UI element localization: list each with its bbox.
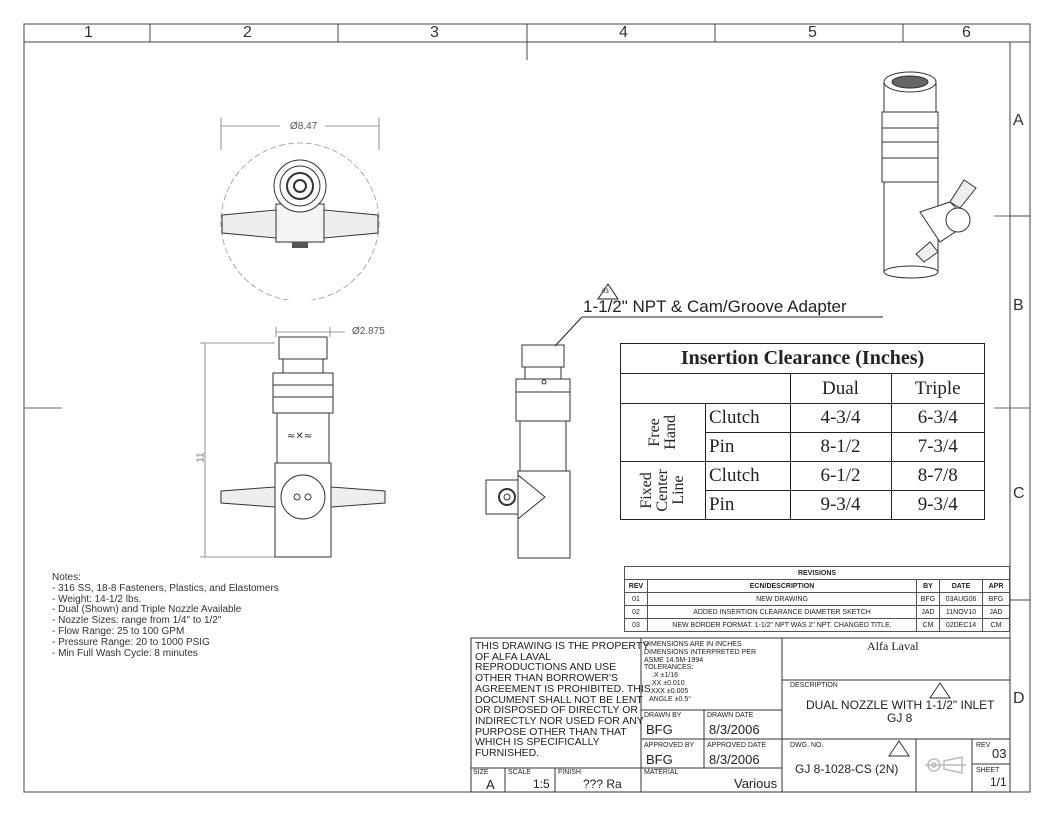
row-type: Clutch <box>705 461 791 491</box>
drawn-date-value: 8/3/2006 <box>709 722 760 737</box>
material-label: MATERIAL <box>644 769 679 776</box>
note-line: - Dual (Shown) and Triple Nozzle Availab… <box>52 604 242 616</box>
row-type: Pin <box>705 490 791 520</box>
group-free-hand: Free Hand <box>620 403 706 462</box>
row-dual-value: 9-3/4 <box>789 490 892 520</box>
note-line: - Nozzle Sizes: range from 1/4" to 1/2" <box>52 615 222 627</box>
note-line: - Pressure Range: 20 to 1000 PSIG <box>52 636 210 648</box>
zone-col-5: 5 <box>808 24 817 41</box>
rev-cell: 02DEC14 <box>939 618 983 632</box>
sheet-value: 1/1 <box>990 775 1007 789</box>
notes-block: Notes: - 316 SS, 18-8 Fasteners, Plastic… <box>52 572 279 659</box>
top-view-drawing <box>220 118 380 300</box>
finish-label: FINISH <box>558 769 581 776</box>
drawn-by-value: BFG <box>646 722 673 737</box>
zone-col-4: 4 <box>619 24 628 41</box>
callout-label: 1-1/2" NPT & Cam/Groove Adapter <box>583 297 847 316</box>
row-type: Clutch <box>705 403 791 433</box>
drawn-by-label: DRAWN BY <box>644 712 682 719</box>
row-triple-value: 8-7/8 <box>890 461 985 491</box>
description-line-2: GJ 8 <box>887 711 913 725</box>
size-value: A <box>486 777 495 792</box>
rev-cell: 03 <box>624 618 648 632</box>
scale-value: 1:5 <box>533 777 550 791</box>
row-type: Pin <box>705 432 791 462</box>
revisions-table: REVISIONS REV ECN/DESCRIPTION BY DATE AP… <box>624 566 1010 632</box>
isometric-view-drawing <box>881 71 977 279</box>
property-notice: THIS DRAWING IS THE PROPERTY OF ALFA LAV… <box>475 640 651 760</box>
scale-label: SCALE <box>508 769 531 776</box>
dwg-no-label: DWG. NO. <box>790 742 824 749</box>
callout-rev-tag: 03 <box>602 289 609 295</box>
sheet-label: SHEET <box>976 767 1000 774</box>
zone-row-d: D <box>1013 690 1025 707</box>
zone-row-a: A <box>1013 112 1024 129</box>
col-header-triple: Triple <box>890 373 985 404</box>
row-triple-value: 9-3/4 <box>890 490 985 520</box>
side-view-drawing <box>485 344 571 559</box>
zone-row-c: C <box>1013 485 1025 502</box>
zone-row-b: B <box>1013 297 1024 314</box>
notes-heading: Notes: <box>52 572 81 583</box>
dwg-no-value: GJ 8-1028-CS (2N) <box>795 762 899 776</box>
row-triple-value: 7-3/4 <box>890 432 985 462</box>
svg-text:≈✕≈: ≈✕≈ <box>287 431 312 442</box>
zone-col-2: 2 <box>243 24 252 41</box>
projection-symbol-icon <box>925 756 966 774</box>
note-line: - Flow Range: 25 to 100 GPM <box>52 625 185 637</box>
insertion-table-title: Insertion Clearance (Inches) <box>620 343 985 374</box>
side-diameter-dim: Ø2.875 <box>352 326 385 337</box>
approved-date-value: 8/3/2006 <box>709 752 760 767</box>
description-line-1: DUAL NOZZLE WITH 1-1/2" INLET <box>806 698 995 712</box>
rev-value: 03 <box>992 746 1007 761</box>
dimension-tolerances: DIMENSIONS ARE IN INCHES DIMENSIONS INTE… <box>644 641 757 703</box>
description-label: DESCRIPTION <box>790 682 838 689</box>
zone-col-3: 3 <box>430 24 439 41</box>
approved-by-label: APPROVED BY <box>644 742 695 749</box>
row-triple-value: 6-3/4 <box>890 403 985 433</box>
size-label: SIZE <box>473 769 489 776</box>
note-line: - Weight: 14-1/2 lbs. <box>52 593 142 605</box>
front-view-drawing: ≈✕≈ <box>200 327 386 558</box>
top-diameter-dim: Ø8.47 <box>290 121 318 132</box>
finish-value: ??? Ra <box>583 777 622 791</box>
zone-col-6: 6 <box>962 24 971 41</box>
approved-date-label: APPROVED DATE <box>707 742 766 749</box>
note-line: - Min Full Wash Cycle: 8 minutes <box>52 647 198 659</box>
insertion-clearance-table: Insertion Clearance (Inches) Dual Triple… <box>620 343 985 520</box>
drawn-date-label: DRAWN DATE <box>707 712 754 719</box>
material-value: Various <box>734 776 778 791</box>
zone-col-1: 1 <box>84 24 93 41</box>
rev-cell: CM <box>982 618 1010 632</box>
company-name: Alfa Laval <box>867 639 919 653</box>
callout-leader <box>554 283 883 347</box>
rev-label: REV <box>976 742 991 749</box>
group-fixed-center-line: Fixed Center Line <box>620 461 706 520</box>
approved-by-value: BFG <box>646 752 673 767</box>
row-dual-value: 6-1/2 <box>789 461 892 491</box>
note-line: - 316 SS, 18-8 Fasteners, Plastics, and … <box>52 582 279 594</box>
